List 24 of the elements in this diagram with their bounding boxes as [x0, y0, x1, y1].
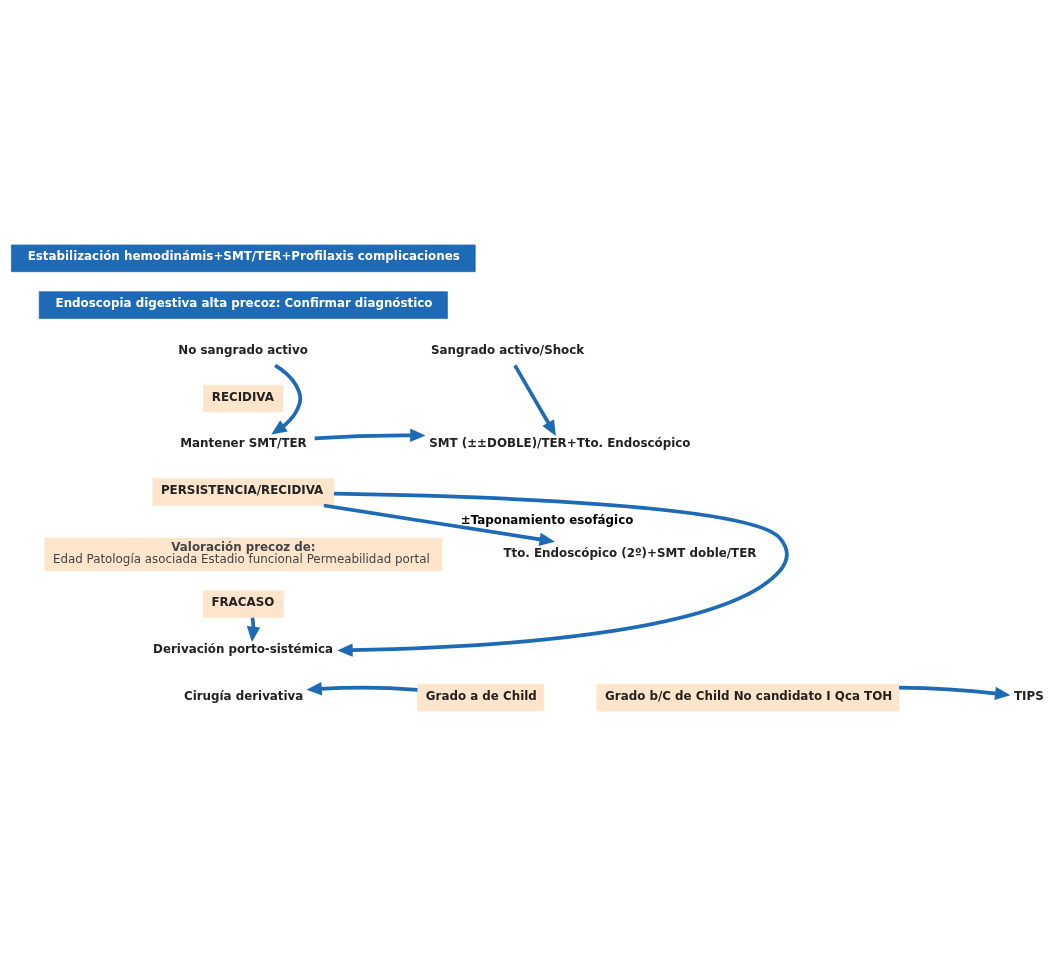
arrow	[899, 685, 1011, 701]
node-box: PERSISTENCIA/RECIDIVA	[152, 478, 335, 506]
node-box: Estabilización hemodinámis+SMT/TER+Profilaxis complicaciones	[11, 244, 476, 273]
node-text: Sangrado activo/Shock	[431, 342, 585, 357]
arrow	[314, 428, 426, 443]
node-text: No sangrado activo	[178, 342, 308, 357]
node-text: Tto. Endoscópico (2º)+SMT doble/TER	[503, 545, 757, 560]
arrow	[333, 491, 789, 657]
arrow	[513, 364, 556, 436]
edge-label: ±Taponamiento esofágico	[460, 512, 634, 527]
node-text: Cirugía derivativa	[183, 688, 304, 703]
arrow	[271, 363, 303, 435]
node-text: Mantener SMT/TER	[180, 436, 307, 451]
node-text: SMT (±±DOBLE)/TER+Tto. Endoscópico	[429, 436, 691, 451]
node-box: Valoración precoz de: Edad Patología asociada Estadio funcional Permeabilidad portal	[44, 537, 443, 572]
arrow	[323, 503, 555, 547]
node-box: Endoscopia digestiva alta precoz: Confirmar diagnóstico	[38, 291, 448, 319]
node-box: Grado a de Child	[417, 683, 545, 712]
node-box: FRACASO	[202, 590, 284, 618]
node-text: TIPS	[1014, 688, 1044, 703]
arrow	[306, 682, 418, 696]
node-text: Derivación porto-sistémica	[153, 642, 334, 656]
node-box: RECIDIVA	[203, 384, 284, 413]
node-box: Grado b/C de Child No candidato I Qca TOH	[596, 683, 900, 712]
